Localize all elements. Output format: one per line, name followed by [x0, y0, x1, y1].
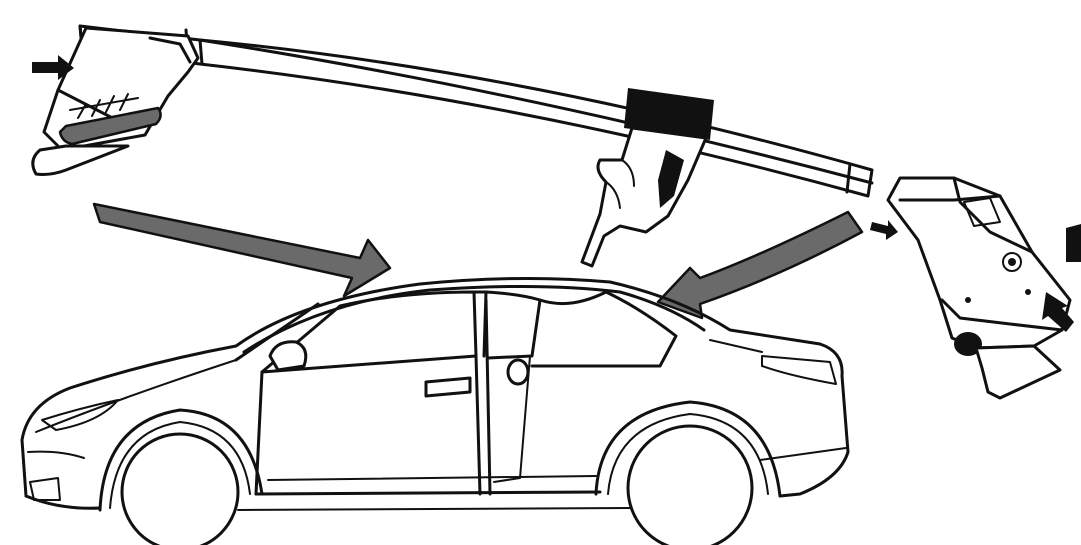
mount-arrow-right — [658, 212, 862, 318]
side-arrow-right — [1066, 224, 1081, 262]
left-foot-clamp — [33, 28, 198, 175]
right-foot-clamp — [888, 178, 1070, 398]
push-arrow-small-right — [870, 220, 898, 240]
car — [22, 278, 848, 545]
roof-bar — [80, 26, 872, 196]
mount-arrow-left — [94, 204, 390, 296]
